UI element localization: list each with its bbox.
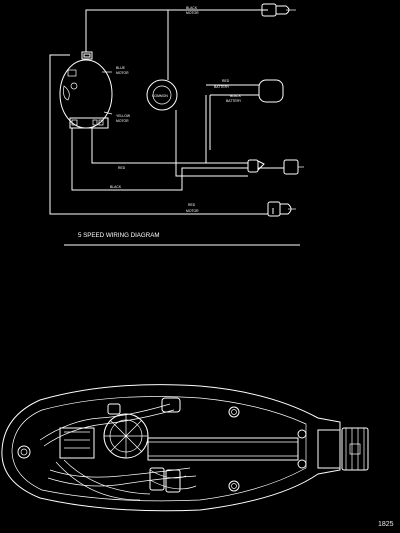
speed-switch — [59, 51, 113, 129]
wires — [49, 9, 284, 215]
diagram-title: 5 SPEED WIRING DIAGRAM — [78, 232, 159, 239]
screw-boss-right-top — [297, 429, 307, 439]
label-yellow-motor: YELLOW — [116, 114, 131, 118]
label-red-battery-2: BATTERY — [214, 85, 230, 89]
motor-plug-bottom — [267, 201, 296, 217]
label-black-battery: BLACK — [230, 94, 242, 98]
label-red-motor-bottom: RED — [188, 203, 196, 207]
common-terminal — [146, 79, 178, 111]
label-blue-motor: BLUE — [116, 66, 126, 70]
schematic-diagram: BLACK MOTOR BLUE MOTOR YELLOW MOTOR COMM… — [49, 3, 304, 246]
wire-bundle — [39, 403, 197, 501]
motor-plug-top — [261, 3, 296, 17]
housing-outline — [1, 384, 341, 512]
motor-plug-mid — [247, 159, 304, 175]
screw-boss-right-bottom — [297, 459, 307, 469]
shaft-tube — [147, 427, 369, 471]
label-red-motor-bottom-2: MOTOR — [186, 209, 199, 213]
label-red-battery: RED — [222, 79, 230, 83]
housing-inner-outline — [11, 396, 307, 502]
switch-assembly — [59, 397, 181, 459]
motor-head-assembly: 1825 — [1, 384, 394, 528]
label-red-mid: RED — [118, 166, 126, 170]
label-blue-motor-2: MOTOR — [116, 71, 129, 75]
label-black-motor-top-2: MOTOR — [186, 11, 199, 15]
screw-boss-left — [17, 445, 31, 459]
label-black-motor-top: BLACK — [186, 6, 198, 10]
label-black-battery-2: BATTERY — [226, 99, 242, 103]
label-common: COMMON — [152, 94, 168, 98]
battery-terminal — [258, 79, 284, 103]
label-yellow-motor-2: MOTOR — [116, 119, 129, 123]
screw-boss-bottom — [228, 480, 240, 492]
part-number: 1825 — [378, 521, 394, 528]
screw-boss-top — [228, 406, 240, 418]
label-black-mid: BLACK — [110, 185, 122, 189]
